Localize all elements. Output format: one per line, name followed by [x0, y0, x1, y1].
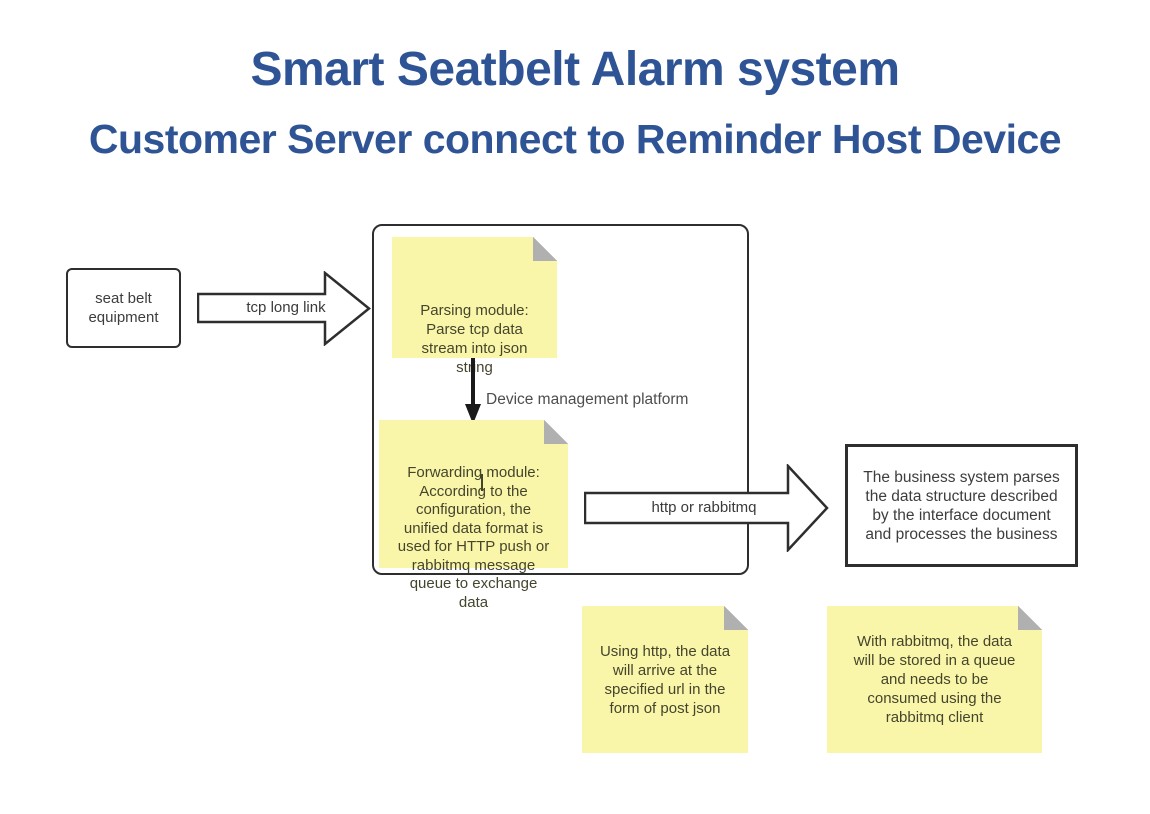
sticky-note-http: Using http, the data will arrive at the … [582, 606, 748, 753]
parsing-module-text: Parsing module: Parse tcp data stream in… [420, 302, 529, 376]
page-subtitle: Customer Server connect to Reminder Host… [88, 116, 1062, 162]
parsing-to-forwarding-arrow [464, 358, 482, 425]
sticky-note-rabbitmq: With rabbitmq, the data will be stored i… [827, 606, 1042, 753]
sticky-note-forwarding-module: Forwarding module: According to the conf… [379, 420, 568, 611]
folded-corner-icon [724, 606, 748, 630]
page-title: Smart Seatbelt Alarm system [250, 43, 900, 96]
seat-belt-equipment-label: seat belt equipment [88, 290, 159, 326]
seat-belt-equipment-box: seat belt equipment [66, 268, 181, 348]
folded-corner-icon [533, 237, 557, 261]
http-or-rabbitmq-label: http or rabbitmq [651, 499, 757, 516]
http-or-rabbitmq-arrow: http or rabbitmq [584, 464, 830, 552]
tcp-long-link-label: tcp long link [246, 299, 326, 316]
forwarding-module-text: Forwarding module: According to the conf… [397, 464, 550, 611]
block-arrow-right-icon [584, 464, 829, 552]
block-arrow-right-icon [197, 271, 371, 346]
text-cursor [481, 474, 483, 491]
sticky-note-parsing-module: Parsing module: Parse tcp data stream in… [392, 237, 557, 376]
business-system-text: The business system parses the data stru… [863, 468, 1060, 543]
tcp-long-link-arrow: tcp long link [197, 271, 371, 346]
folded-corner-icon [1018, 606, 1042, 630]
folded-corner-icon [544, 420, 568, 444]
http-note-text: Using http, the data will arrive at the … [599, 642, 731, 717]
device-management-platform-label: Device management platform [486, 391, 689, 408]
business-system-box: The business system parses the data stru… [845, 444, 1078, 567]
rabbitmq-note-text: With rabbitmq, the data will be stored i… [853, 633, 1016, 726]
down-arrow-icon [465, 358, 481, 424]
